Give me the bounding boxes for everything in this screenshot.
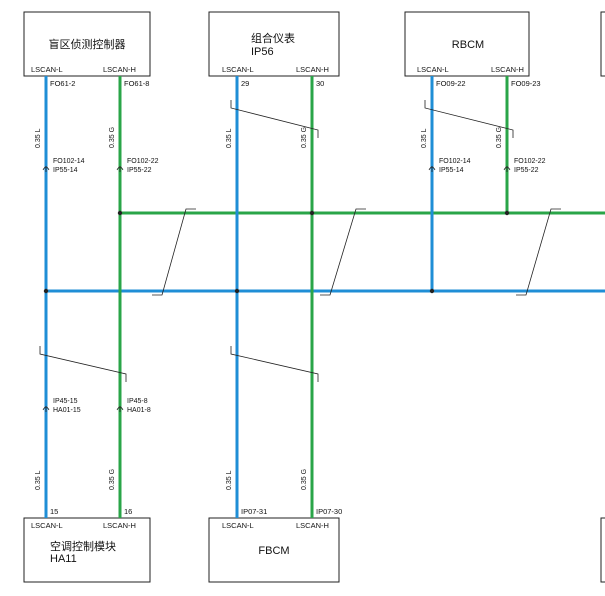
module-code: HA11	[50, 553, 77, 565]
connector-hvac-high: IP45-8 HA01-8	[116, 398, 151, 414]
module-name: 空调控制模块	[50, 539, 116, 553]
module-next-edge	[600, 11, 605, 77]
connector-bsd-low: FO102-14 IP55-14	[42, 158, 85, 174]
twisted-pair-marker	[230, 100, 319, 138]
svg-text:IP45-8: IP45-8	[127, 398, 148, 405]
junction-dot	[504, 210, 510, 216]
wire-gauge-label: 0.35 L	[35, 128, 42, 148]
module-name: 盲区侦测控制器	[49, 37, 126, 51]
svg-text:IP55-22: IP55-22	[127, 167, 152, 174]
connector-rbcm-low: FO102-14 IP55-14	[428, 158, 471, 174]
svg-text:FO102-22: FO102-22	[127, 158, 159, 165]
wire-gauge-label: 0.35 G	[109, 469, 116, 490]
junction-dot	[43, 288, 49, 294]
module-rbcm[interactable]: RBCM LSCAN-L LSCAN-H	[404, 11, 530, 77]
junction-dot	[234, 288, 240, 294]
terminal-label: IP07-30	[316, 507, 342, 516]
connector-rbcm-high: FO102-22 IP55-22	[503, 158, 546, 174]
junction-dot	[117, 210, 123, 216]
junction-dot	[309, 210, 315, 216]
twisted-pair-marker	[320, 208, 366, 296]
svg-text:HA01-8: HA01-8	[127, 407, 151, 414]
junction-dot	[429, 288, 435, 294]
pin-label-low: LSCAN-L	[417, 65, 449, 74]
wire-gauge-label: 0.35 L	[35, 470, 42, 490]
terminal-label: 16	[124, 507, 132, 516]
terminal-label: 30	[316, 79, 324, 88]
terminal-label: FO61-2	[50, 79, 75, 88]
pin-label-low: LSCAN-L	[222, 521, 254, 530]
pin-label-high: LSCAN-H	[296, 65, 329, 74]
svg-text:FO102-14: FO102-14	[439, 158, 471, 165]
twisted-pair-marker	[424, 100, 514, 138]
twisted-pair-marker	[516, 208, 561, 296]
svg-text:FO102-22: FO102-22	[514, 158, 546, 165]
twisted-pair-marker	[152, 208, 196, 296]
module-name: FBCM	[258, 545, 289, 557]
terminal-label: IP07-31	[241, 507, 267, 516]
svg-text:IP55-14: IP55-14	[439, 167, 464, 174]
module-blind-spot[interactable]: 盲区侦测控制器 LSCAN-L LSCAN-H	[23, 11, 151, 77]
wire-gauge-label: 0.35 L	[421, 128, 428, 148]
svg-text:FO102-14: FO102-14	[53, 158, 85, 165]
module-cluster[interactable]: 组合仪表 IP56 LSCAN-L LSCAN-H	[208, 11, 340, 77]
pin-label-low: LSCAN-L	[222, 65, 254, 74]
terminal-label: FO09-23	[511, 79, 541, 88]
wire-gauge-label: 0.35 G	[109, 127, 116, 148]
wire-gauge-label: 0.35 L	[226, 128, 233, 148]
pin-label-low: LSCAN-L	[31, 65, 63, 74]
twisted-pair-marker	[230, 346, 319, 382]
connector-bsd-high: FO102-22 IP55-22	[116, 158, 159, 174]
wire-gauge-label: 0.35 G	[301, 127, 308, 148]
wire-gauge-label: 0.35 L	[226, 470, 233, 490]
svg-text:IP55-22: IP55-22	[514, 167, 539, 174]
terminal-label: FO61-8	[124, 79, 149, 88]
module-fbcm[interactable]: LSCAN-L LSCAN-H FBCM	[208, 517, 340, 583]
terminal-label: 29	[241, 79, 249, 88]
terminal-label: 15	[50, 507, 58, 516]
module-name: 组合仪表	[251, 31, 295, 45]
svg-text:HA01-15: HA01-15	[53, 407, 81, 414]
svg-text:IP45-15: IP45-15	[53, 398, 78, 405]
module-name: RBCM	[452, 39, 484, 51]
wire-gauge-label: 0.35 G	[301, 469, 308, 490]
pin-label-low: LSCAN-L	[31, 521, 63, 530]
connector-hvac-low: IP45-15 HA01-15	[42, 398, 81, 414]
wire-gauge-label: 0.35 G	[496, 127, 503, 148]
module-hvac[interactable]: LSCAN-L LSCAN-H 空调控制模块 HA11	[23, 517, 151, 583]
pin-label-high: LSCAN-H	[103, 65, 136, 74]
module-code: IP56	[251, 46, 274, 58]
svg-text:IP55-14: IP55-14	[53, 167, 78, 174]
module-next-edge-bottom	[600, 517, 605, 583]
terminal-label: FO09-22	[436, 79, 466, 88]
pin-label-high: LSCAN-H	[103, 521, 136, 530]
twisted-pair-marker	[39, 346, 127, 382]
pin-label-high: LSCAN-H	[296, 521, 329, 530]
pin-label-high: LSCAN-H	[491, 65, 524, 74]
